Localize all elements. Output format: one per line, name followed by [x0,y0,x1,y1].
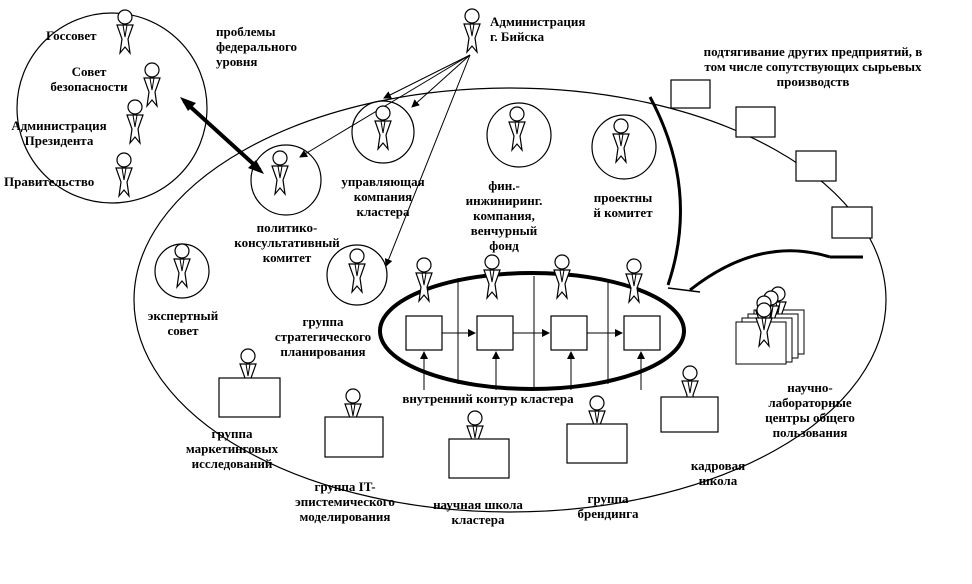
federal-level-circle [16,12,208,204]
admin-president-label: Администрация Президента [11,118,107,148]
project-committee-person-icon [612,118,630,163]
political-committee-label: политико- консультативный комитет [234,220,340,265]
contour-person-icon [625,258,643,303]
gossovet-label: Госсовет [46,28,97,43]
management-company-label: управляющая компания кластера [341,174,425,219]
project-committee-label: проектны й комитет [593,190,653,220]
contour-block-2 [476,315,514,351]
contour-block-1 [405,315,443,351]
inner-contour-label: внутренний контур кластера [402,391,574,406]
enterprise-box [670,79,711,109]
government-label: Правительство [4,174,95,189]
labs-label: научно- лабораторные центры общего польз… [765,380,855,440]
contour-block-4 [623,315,661,351]
government-person-icon [115,152,133,197]
enterprise-box [735,106,776,138]
marketing-group-label: группа маркетинговых исследований [185,426,279,471]
other-enterprises-label: подтягивание других предприятий, в том ч… [703,44,923,89]
fin-engineering-person-icon [508,106,526,151]
sovbez-label: Совет безопасности [50,64,128,94]
enterprise-box [831,206,873,239]
fin-engineering-label: фин.- инжиниринг. компания, венчурный фо… [465,178,543,253]
expert-council-label: экспертный совет [147,308,219,338]
it-group-label: группа IT- эпистемического моделирования [295,479,395,524]
contour-person-icon [483,254,501,299]
science-school-label: научная школа кластера [433,497,523,527]
gossovet-person-icon [116,9,134,54]
inner-contour-ellipse [378,271,686,391]
admin-president-person-icon [126,99,144,144]
federal-problems-label: проблемы федерального уровня [216,24,298,69]
admin-biysk-label: Администрация г. Бийска [490,14,586,44]
political-committee-person-icon [271,150,289,195]
contour-block-3 [550,315,588,351]
strategic-group-label: группа стратегического планирования [274,314,372,359]
labs-stack-icon [735,286,805,365]
contour-person-icon [553,254,571,299]
enterprise-box [795,150,837,182]
cluster-boundary [133,87,887,513]
hr-school-label: кадровая школа [690,458,746,488]
management-company-person-icon [374,105,392,150]
branding-group-label: группа брендинга [577,491,639,521]
sovbez-person-icon [143,62,161,107]
admin-biysk-person-icon [463,8,481,53]
expert-council-person-icon [173,243,191,288]
